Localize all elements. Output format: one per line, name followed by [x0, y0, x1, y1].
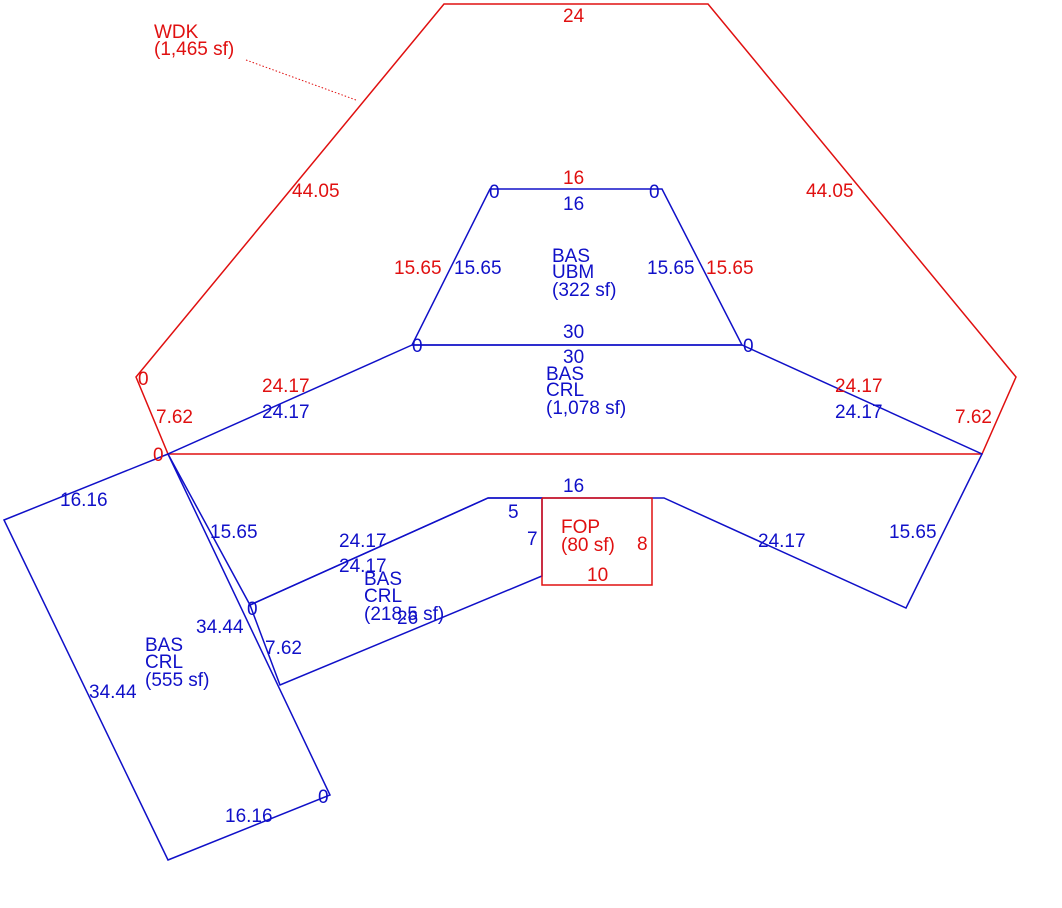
left-inner-dim: 34.44 [196, 617, 244, 638]
wdk-zero-left: 0 [138, 369, 149, 390]
wdk-area-label: (1,465 sf) [154, 39, 234, 60]
crl-main-sub-label: CRL [546, 380, 584, 401]
wdk-right-short-dim: 7.62 [955, 407, 992, 428]
crl-bottom-left-dim: 24.17 [339, 531, 387, 552]
left-top-dim: 16.16 [60, 490, 108, 511]
crl-bottom-mid-dim: 16 [563, 476, 584, 497]
small-7-dim: 7 [527, 529, 538, 550]
left-outer-dim: 34.44 [89, 682, 137, 703]
crl-small-sub-label: CRL [364, 586, 402, 607]
wdk-leader-line [245, 59, 357, 101]
crl-main-area-label: (1,078 sf) [546, 398, 626, 419]
crl-left-code-label: BAS [145, 635, 183, 656]
wdk-left-lower-dim: 24.17 [262, 376, 310, 397]
left-bottom-dim: 16.16 [225, 806, 273, 827]
crl-zero-right: 0 [743, 336, 754, 357]
crl-left-outline [2, 453, 332, 861]
small-zero: 0 [247, 599, 258, 620]
crl-left-upper-dim: 24.17 [262, 402, 310, 423]
wdk-right-lower-dim: 24.17 [835, 376, 883, 397]
crl-right-side-dim: 15.65 [889, 522, 937, 543]
small-top-dim: 24.17 [339, 556, 387, 577]
fop-code-label: FOP [561, 517, 600, 538]
wdk-ubm-top-dim: 16 [563, 168, 584, 189]
wdk-left-short-dim: 7.62 [156, 407, 193, 428]
crl-zero-left: 0 [412, 336, 423, 357]
fop-bottom-dim: 10 [587, 565, 608, 586]
wdk-right-diag-dim: 44.05 [806, 181, 854, 202]
ubm-bottom-dim: 30 [563, 322, 584, 343]
small-26-dim: 26 [397, 608, 418, 629]
crl-right-upper-dim: 24.17 [835, 402, 883, 423]
crl-bottom-right-dim: 24.17 [758, 531, 806, 552]
small-762-dim: 7.62 [265, 638, 302, 659]
wdk-zero: 0 [153, 445, 164, 466]
ubm-right-dim: 15.65 [647, 258, 695, 279]
ubm-code-label: BAS [552, 246, 590, 267]
wdk-ubm-right-dim: 15.65 [706, 258, 754, 279]
ubm-left-dim: 15.65 [454, 258, 502, 279]
crl-top-dim: 30 [563, 347, 584, 368]
ubm-zero-top-left: 0 [489, 182, 500, 203]
wdk-top-dim: 24 [563, 6, 585, 27]
ubm-zero-top-right: 0 [649, 182, 660, 203]
ubm-top-dim: 16 [563, 194, 584, 215]
crl-left-sub-label: CRL [145, 652, 183, 673]
fop-area-label: (80 sf) [561, 535, 615, 556]
crl-small-code-label: BAS [364, 569, 402, 590]
left-zero: 0 [318, 787, 329, 808]
crl-small-area-label: (218.5 sf) [364, 604, 444, 625]
crl-main-outline [166, 344, 984, 609]
wdk-ubm-left-dim: 15.65 [394, 258, 442, 279]
fop-outline [541, 497, 653, 586]
ubm-area-label: (322 sf) [552, 280, 616, 301]
crl-left-area-label: (555 sf) [145, 670, 209, 691]
crl-left-side-dim: 15.65 [210, 522, 258, 543]
small-5-dim: 5 [508, 502, 519, 523]
ubm-sub-label: UBM [552, 262, 594, 283]
wdk-left-diag-dim: 44.05 [292, 181, 340, 202]
fop-right-dim: 8 [637, 534, 648, 555]
crl-main-code-label: BAS [546, 364, 584, 385]
wdk-code-label: WDK [154, 22, 199, 43]
